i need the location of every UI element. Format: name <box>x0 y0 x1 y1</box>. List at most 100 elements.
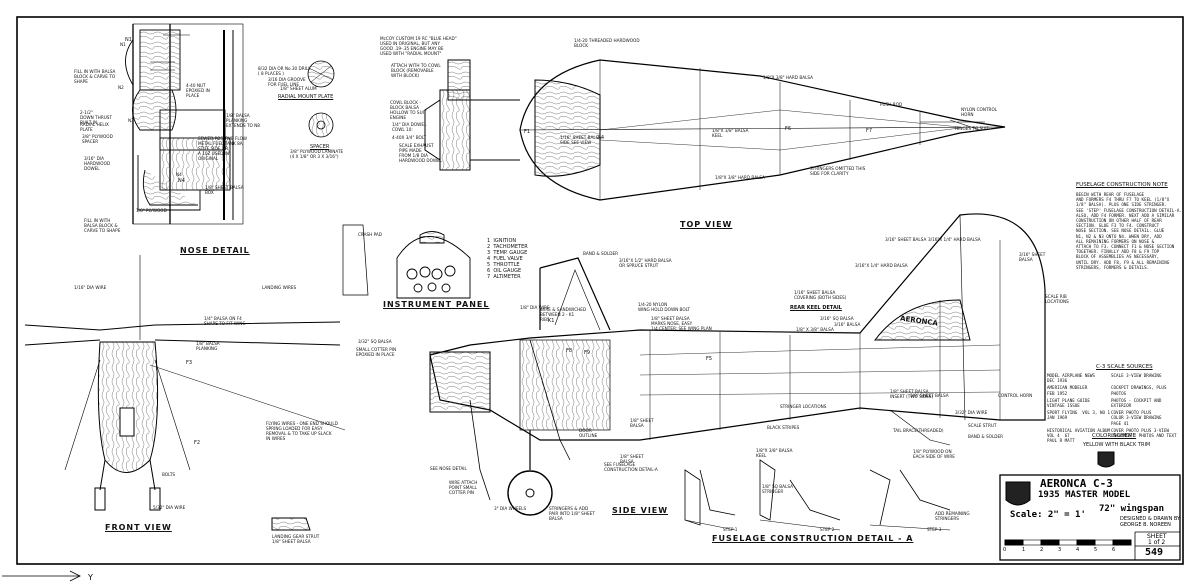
callout-brace: TAIL BRACE(THREADED) <box>893 428 944 433</box>
former-label-f2: F2 <box>194 440 201 446</box>
instrument-item: 2 TACHOMETER <box>487 244 528 250</box>
callout-balsa-sq: 3/16" SQ BALSA <box>820 316 854 321</box>
callout-dia332: 3/32" DIA WIRE <box>955 410 988 415</box>
former-label-n4: N4 <box>178 178 185 184</box>
former-label-k1: K1 <box>548 318 555 324</box>
color-scheme-title: COLOR SCHEME <box>1092 433 1137 439</box>
sources-title: C-3 SCALE SOURCES <box>1096 364 1153 370</box>
title-scale: Scale: 2" = 1' <box>1010 510 1086 520</box>
front-view-title: FRONT VIEW <box>105 523 172 532</box>
callout-spacer-note: 3/8" PLYWOOD LAMINATE (4 X 1/8" OR 3 X 3… <box>290 149 344 159</box>
callout-sheet-bal-side: 1/8" SHEET BALSA <box>630 418 654 428</box>
scale-tick: 1 <box>1022 547 1026 553</box>
callout-wire532: 5/32" DIA WIRE <box>153 505 186 510</box>
callout-cowl: COWL BLOCK - BLOCK BALSA HOLLOW TO SUIT … <box>390 100 427 120</box>
scale-tick: 3 <box>1058 547 1062 553</box>
title-span: 72" wingspan <box>1099 504 1165 514</box>
callout-hard38b: 1/8"X 3/8" HARD BALSA <box>715 175 766 180</box>
callout-sheet-bal: 3/16" SHEET BALSA <box>885 237 927 242</box>
callout-cotter2: WIRE ATTACH POINT SMALL COTTER PIN <box>449 480 478 495</box>
title-designer-name: GEORGE B. NOREEN <box>1120 522 1171 528</box>
callout-hollow: 1/4" DIA DOWEL COWL 10: <box>392 122 427 132</box>
callout-hard316: 3/16"X 1/2" HARD BALSA OR SPRUCE STRUT <box>619 258 672 268</box>
former-label-f4: F4 <box>598 135 605 141</box>
callout-sewed: SEWED POSITIVE FLOW METAL FUEL TANK 8A S… <box>198 136 248 161</box>
nose-detail-drawing <box>125 23 244 225</box>
source-name: LIGHT PLANE GUIDE VINTAGE ISSUE <box>1047 397 1090 409</box>
former-label-f9: F9 <box>584 350 591 356</box>
title-designer: DESIGNED & DRAWN BY <box>1120 516 1181 522</box>
source-row: MODEL AIRPLANE NEWS DEC 1936 SCALE 3-VIE… <box>1047 373 1177 383</box>
callout-step1: STEP 1 <box>723 527 738 532</box>
callout-keel: 1/8"X 3/8" BALSA KEEL <box>712 128 749 138</box>
callout-bal-plank2: 1/8" BALSA PLANKING <box>196 341 220 351</box>
callout-alum: 1/8" SHEET ALUM <box>280 86 317 91</box>
callout-keel3: 1/8"X 3/8" BALSA KEEL <box>756 448 793 458</box>
callout-stringers2: STRINGERS & ADD PAIR INTO 1/8" SHEET BAL… <box>549 506 595 521</box>
radial-mount-plate-drawing <box>307 60 335 138</box>
former-label-f7: F7 <box>866 128 873 134</box>
source-row: HISTORICAL AVIATION ALBUM VOL 4 67 PAUL … <box>1047 428 1177 444</box>
svg-text:Y: Y <box>87 573 93 582</box>
sources-table: MODEL AIRPLANE NEWS DEC 1936 SCALE 3-VIE… <box>1047 373 1177 443</box>
callout-sandwich: WIRE & SANDWICHED BETWEEN 2 - K1 RIBS <box>540 307 587 322</box>
former-label-f6: F6 <box>785 126 792 132</box>
fuselage-detail-drawing <box>684 459 951 531</box>
callout-sheet-side: 1/16" SHEET BALSA - SIDE SEE VIEW <box>560 135 605 145</box>
fuselage-detail-title: FUSELAGE CONSTRUCTION DETAIL - A <box>712 534 914 543</box>
rear-keel-detail-title: REAR KEEL DETAIL <box>790 305 842 311</box>
callout-fus-detail: SEE FUSELAGE CONSTRUCTION DETAIL-A <box>604 462 658 472</box>
callout-n3: N3 <box>128 118 134 123</box>
callout-bolt2: 4-40X 3/4" BOLT <box>392 135 427 140</box>
callout-stringers: STRINGERS OMITTED THIS SIDE FOR CLARITY <box>810 166 866 176</box>
callout-balsa-plank: 1/8" BALSA PLANKING EXTENDS TO N8 <box>226 113 260 128</box>
scale-tick: 6 <box>1112 547 1116 553</box>
callout-stringer-b: 1/8" SQ BALSA STRINGER <box>762 484 793 494</box>
callout-pushrod: PUSH ROD <box>880 102 903 107</box>
source-name: HISTORICAL AVIATION ALBUM VOL 4 67 PAUL … <box>1047 427 1111 444</box>
callout-bolts: BOLTS <box>162 472 176 477</box>
plan-number: 549 <box>1145 547 1164 558</box>
callout-nose-det: SEE NOSE DETAIL <box>430 466 467 471</box>
callout-landing-strut: LANDING GEAR STRUT 1/8" SHEET BALSA <box>272 534 320 544</box>
callout-fill2: FILL IN WITH BALSA BLOCK & CARVE TO SHAP… <box>84 218 121 233</box>
callout-bolder: BAND & SOLDER <box>583 251 619 256</box>
callout-grove: 3/16 DIA GROOVE FOR FUEL LINE <box>268 77 306 87</box>
scale-tick: 4 <box>1076 547 1080 553</box>
sheet-of: 1 of 2 <box>1148 539 1166 546</box>
instrument-item: 3 TEMP. GAUGE <box>487 250 528 256</box>
callout-exh: SCALE EXHAUST PIPE MADE FROM 1/8 DIA HAR… <box>399 143 443 163</box>
instrument-panel-title: INSTRUMENT PANEL <box>383 300 490 309</box>
former-label-f1: F1 <box>524 129 531 135</box>
radial-mount-title: RADIAL MOUNT PLATE <box>278 94 334 100</box>
sheet-label: SHEET <box>1147 533 1167 540</box>
callout-insert: 1/8" SHEET BALSA INSERT (TWO SIDES) <box>890 389 934 399</box>
callout-ply18: 1/8" PLYWOOD <box>136 208 167 213</box>
former-label-f5: F5 <box>706 356 713 362</box>
source-row: SPORT FLYING VOL 3, NO 1 JAN 1969 COVER … <box>1047 410 1177 426</box>
source-use: PHOTOS - COCKPIT AND EXTERIOR <box>1111 397 1162 409</box>
callout-drill: 8/32 DIA OR No.30 DRILL ( 8 PLACES ) <box>258 66 311 76</box>
callout-hard14: 3/16"X 1/4" HARD BALSA <box>928 237 981 242</box>
callout-threaded: 1/4-20 THREADED HARDWOOD BLOCK <box>574 38 640 48</box>
callout-radial-plate: RADIAL HELIX PLATE <box>80 122 109 132</box>
callout-band: BAND & SOLDER <box>968 434 1004 439</box>
nose-detail-title: NOSE DETAIL <box>180 246 250 255</box>
fuselage-note-body: BEGIN WITH REAR OF FUSELAGE AND FORMERS … <box>1076 192 1182 270</box>
scale-tick: 5 <box>1094 547 1098 553</box>
instrument-item: 4 FUEL VALVE <box>487 256 523 262</box>
source-name: SPORT FLYING VOL 3, NO 1 JAN 1969 <box>1047 410 1111 421</box>
callout-n2: N2 <box>118 85 124 90</box>
callout-fill1: FILL IN WITH BALSA BLOCK & CARVE TO SHAP… <box>74 69 116 84</box>
source-use: COVER PHOTO PLUS COLOR 3-VIEW DRAWING PA… <box>1111 410 1162 426</box>
callout-step3: STEP 3 <box>927 527 942 532</box>
former-label-f3: F3 <box>186 360 193 366</box>
source-row: AMERICAN MODELER FEB 1952 COCKPIT DRAWIN… <box>1047 385 1177 395</box>
callout-horn: NYLON CONTROL HORN <box>961 107 998 117</box>
callout-keel2: 1/8" X 3/8" BALSA <box>796 327 834 332</box>
callout-stringer-loc: STRINGER LOCATIONS <box>780 404 827 409</box>
instrument-item: 6 OIL GAUGE <box>487 268 522 274</box>
instrument-list: 1 IGNITION 2 TACHOMETER 3 TEMP. GAUGE 4 … <box>487 238 528 280</box>
callout-hard14b: 3/16"X 1/4" HARD BALSA <box>855 263 908 268</box>
